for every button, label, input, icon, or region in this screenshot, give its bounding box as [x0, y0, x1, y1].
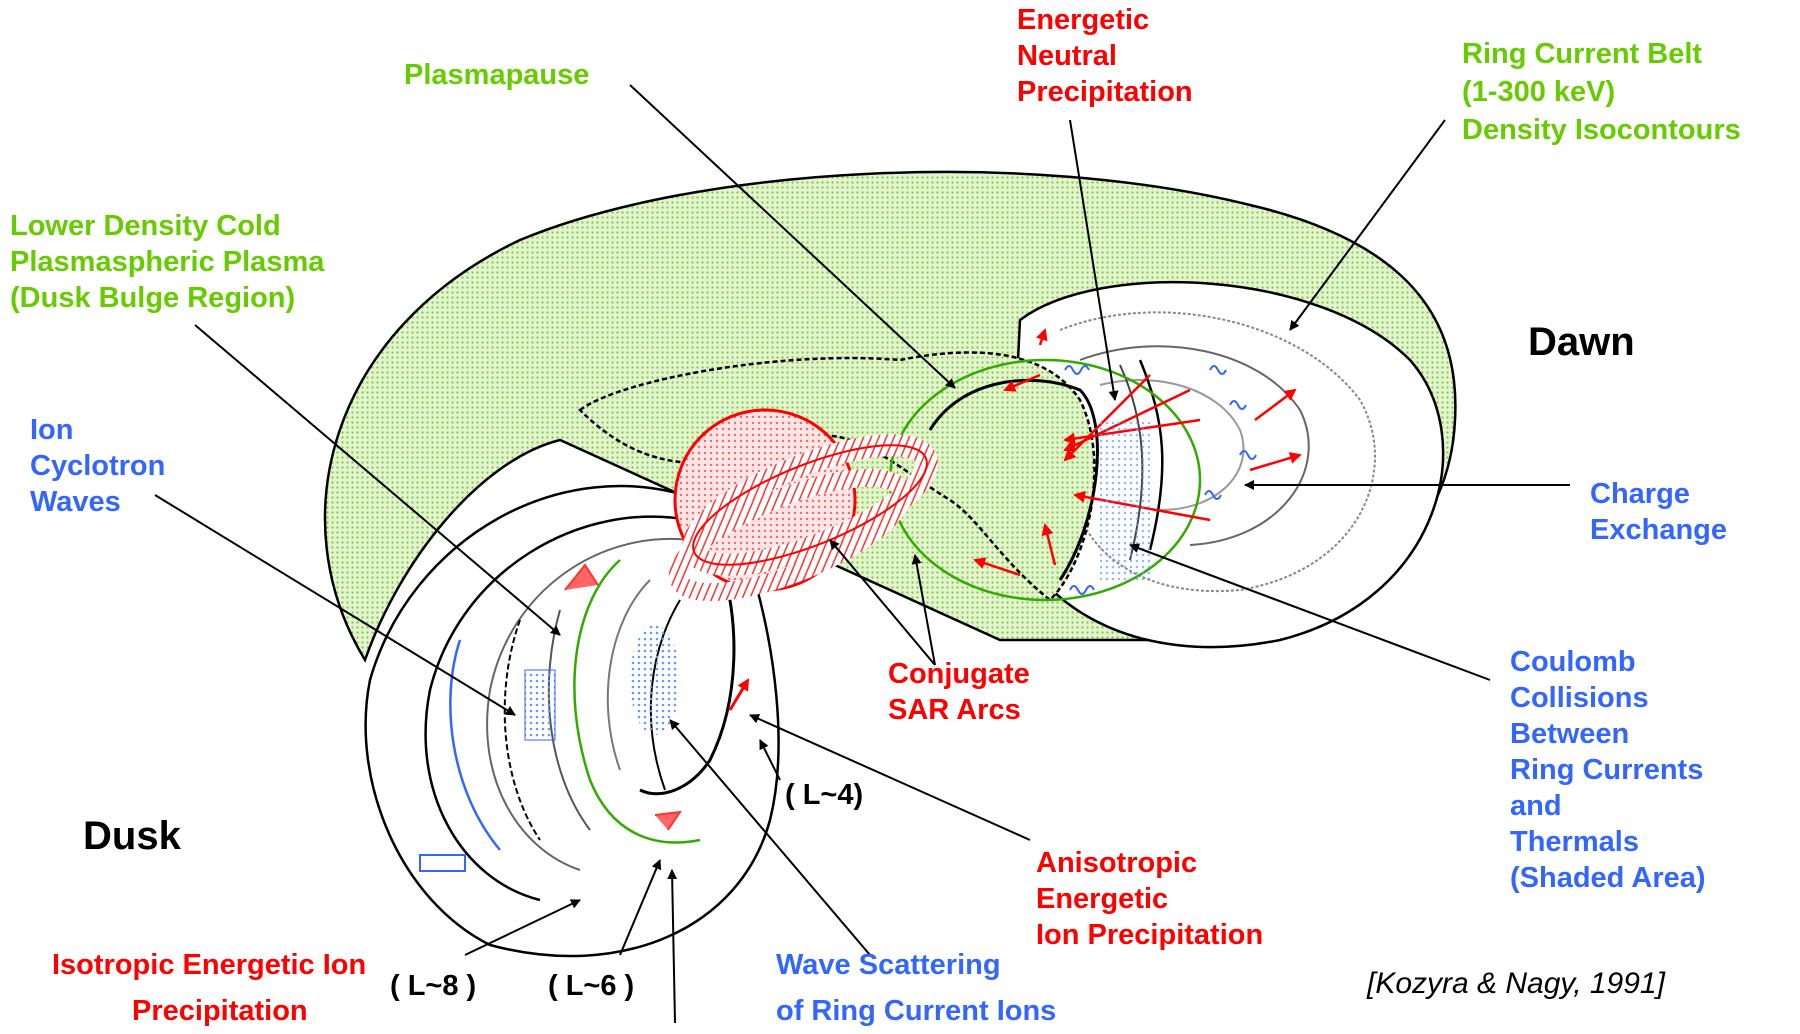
label-l6: ( L~6 ) [548, 970, 635, 1002]
thermal-shaded-patch [630, 625, 680, 735]
coulomb-shaded-area [1100, 420, 1150, 580]
label-l4: ( L~4) [785, 779, 864, 811]
dusk-ring-current-region [364, 484, 780, 958]
label-wave-scattering: Wave Scattering of Ring Current Ions [776, 949, 1057, 1027]
label-isotropic-precipitation: Isotropic Energetic Ion Precipitation [52, 949, 367, 1027]
label-ring-current-belt: Ring Current Belt (1-300 keV) Density Is… [1462, 38, 1741, 146]
label-l8: ( L~8 ) [390, 970, 477, 1002]
small-box-icon [419, 854, 466, 872]
dusk-bulge-plasma [578, 351, 1096, 602]
label-anisotropic-precipitation: Anisotropic Energetic Ion Precipitation [1036, 847, 1264, 951]
label-energetic-neutral-precipitation: Energetic Neutral Precipitation [1017, 4, 1193, 108]
label-plasmapause: Plasmapause [404, 59, 590, 91]
label-lower-density-plasma: Lower Density Cold Plasmaspheric Plasma … [10, 210, 325, 314]
label-charge-exchange: Charge Exchange [1590, 478, 1727, 546]
leader-lines [154, 84, 1570, 1023]
label-dawn: Dawn [1528, 320, 1635, 364]
ion-cyclotron-squiggles [1064, 365, 1257, 595]
ion-cyclotron-wave-patch [524, 669, 556, 741]
dusk-density-isocontours [424, 515, 736, 902]
label-dusk: Dusk [83, 814, 181, 858]
label-citation: [Kozyra & Nagy, 1991] [1367, 967, 1665, 1000]
label-coulomb-collisions: Coulomb Collisions Between Ring Currents… [1510, 646, 1706, 894]
label-conjugate-sar-arcs: Conjugate SAR Arcs [888, 658, 1030, 726]
conjugate-sar-arcs [668, 434, 938, 602]
label-ion-cyclotron-waves: Ion Cyclotron Waves [30, 414, 166, 518]
